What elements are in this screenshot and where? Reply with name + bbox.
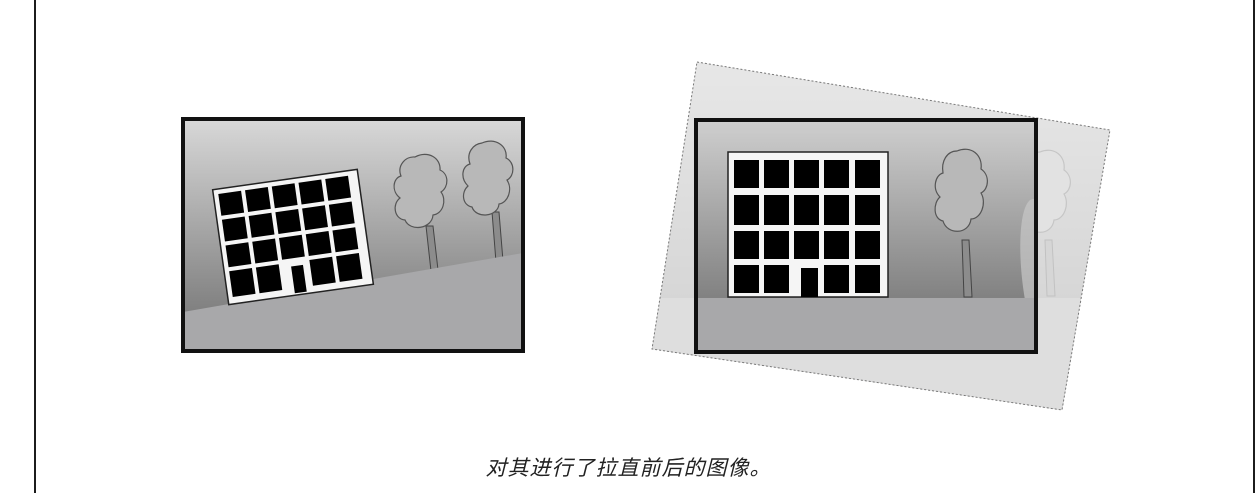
after-image [651, 61, 1111, 411]
after-tree [934, 148, 988, 298]
after-tree-partial [1020, 198, 1036, 300]
after-building [727, 151, 889, 298]
figure-caption: 对其进行了拉直前后的图像。 [485, 456, 772, 480]
right-border-line [1253, 0, 1255, 493]
before-frame [181, 117, 525, 353]
before-tree-2 [462, 140, 514, 263]
before-building [211, 168, 375, 306]
crop-frame [694, 118, 1038, 354]
straightened-crop [696, 120, 1036, 352]
left-border-line [34, 0, 36, 493]
before-image [181, 117, 525, 353]
before-ground [183, 253, 523, 351]
after-ground [696, 298, 1036, 352]
